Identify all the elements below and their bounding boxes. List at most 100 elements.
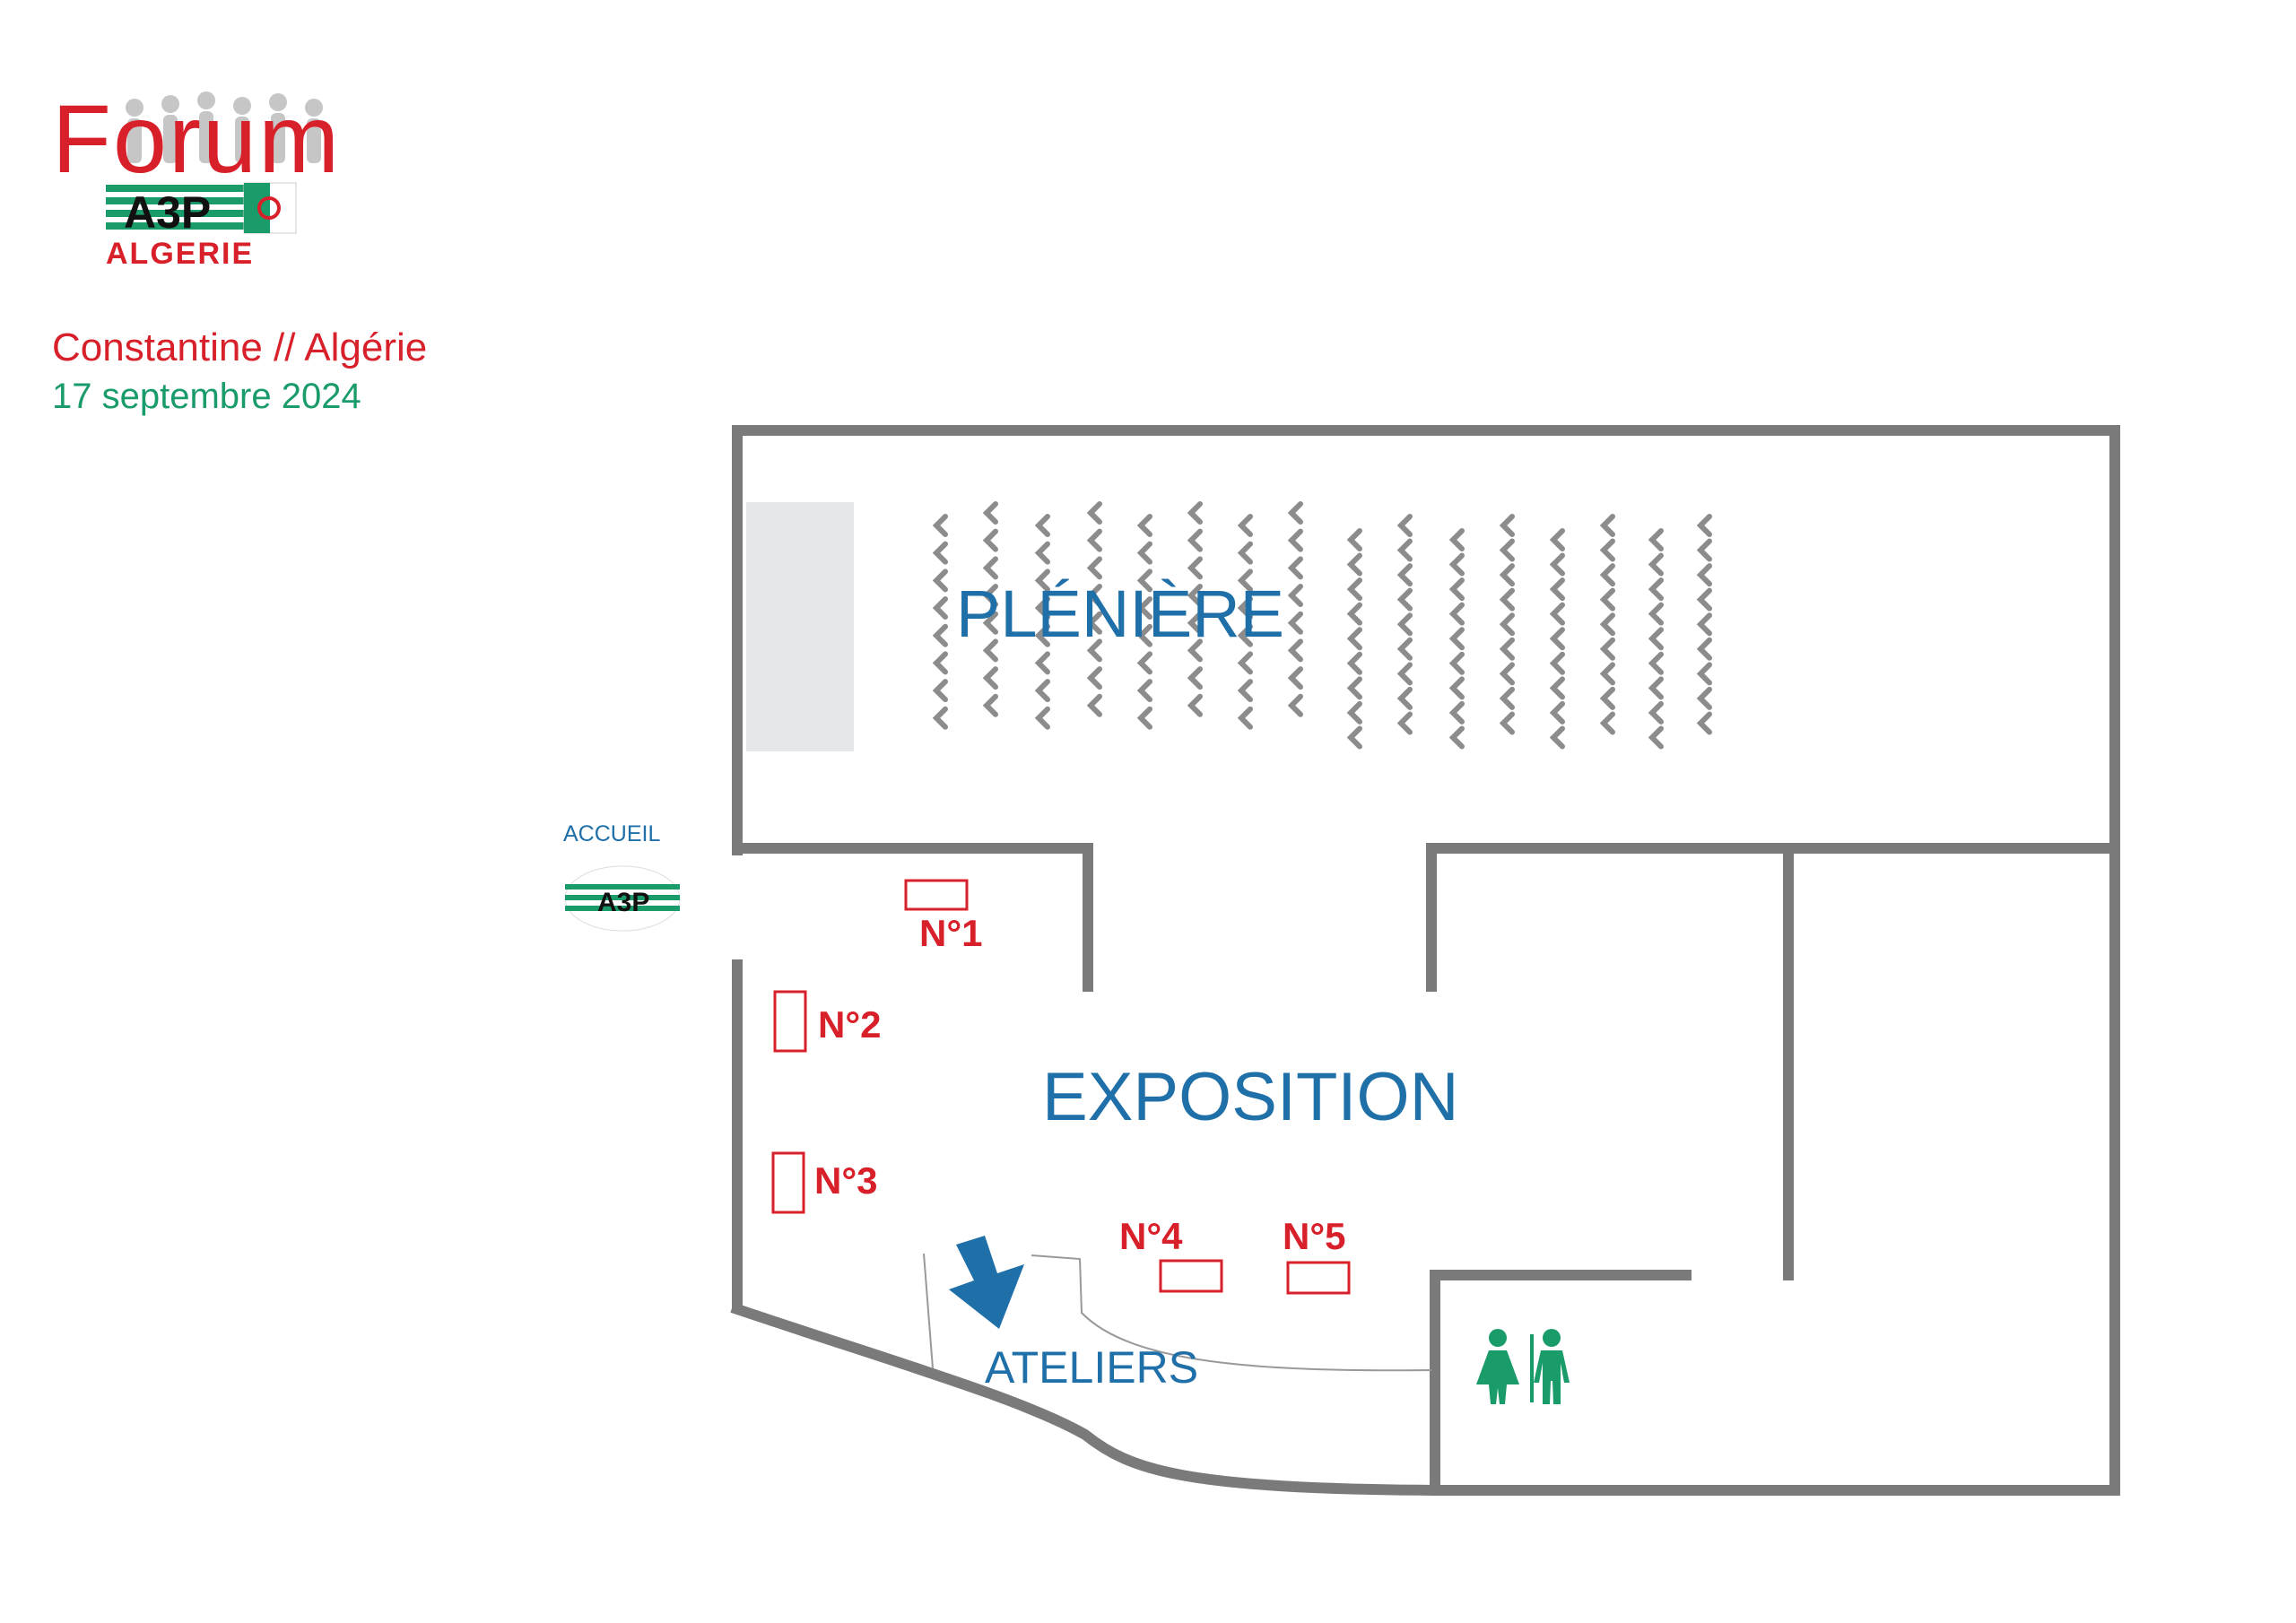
chair-icon bbox=[1034, 679, 1050, 703]
chair-icon bbox=[1696, 538, 1712, 562]
chair-icon bbox=[1086, 584, 1102, 608]
chair-icon bbox=[1287, 556, 1303, 580]
chair-icon bbox=[1396, 587, 1413, 612]
chair-icon bbox=[1187, 528, 1203, 552]
chair-icon bbox=[1648, 725, 1664, 750]
chair-icon bbox=[1696, 612, 1712, 637]
chair-icon bbox=[1448, 552, 1465, 577]
chair-icon bbox=[1499, 711, 1515, 735]
chair-icon bbox=[1696, 711, 1712, 735]
chair-icon bbox=[1346, 602, 1362, 626]
chair-icon bbox=[982, 556, 998, 580]
chair-icon bbox=[1549, 528, 1565, 551]
chair-icon bbox=[1136, 623, 1152, 647]
chair-icon bbox=[1549, 602, 1565, 626]
chair-icon bbox=[1448, 528, 1465, 551]
chair-icon bbox=[1448, 651, 1465, 675]
chair-icon bbox=[932, 514, 948, 537]
chair-icon bbox=[1396, 686, 1413, 710]
chair-icon bbox=[1599, 686, 1615, 710]
svg-text:A3P: A3P bbox=[597, 888, 649, 917]
stand-2-box bbox=[773, 990, 807, 1053]
stand-5-label: N°5 bbox=[1283, 1215, 1346, 1257]
chair-icon bbox=[1549, 651, 1565, 675]
chair-icon bbox=[1648, 577, 1664, 602]
chair-icon bbox=[1396, 612, 1413, 637]
chair-icon bbox=[982, 611, 998, 635]
chair-icon bbox=[1648, 700, 1664, 725]
chair-icon bbox=[1187, 693, 1203, 717]
chair-icon bbox=[1448, 602, 1465, 626]
chair-icon bbox=[1549, 725, 1565, 750]
chair-icon bbox=[932, 623, 948, 647]
chair-icon bbox=[1237, 623, 1253, 647]
chair-icon bbox=[1448, 627, 1465, 651]
chair-icon bbox=[1034, 623, 1050, 647]
chair-icon bbox=[932, 651, 948, 675]
chair-icon bbox=[1136, 651, 1152, 675]
chair-icon bbox=[1287, 666, 1303, 690]
stand-1-box bbox=[904, 879, 969, 911]
chair-icon bbox=[932, 596, 948, 621]
chair-icon bbox=[1187, 584, 1203, 608]
a3p-badge-icon: A3P bbox=[564, 865, 681, 932]
stand-5-box bbox=[1286, 1261, 1351, 1295]
chair-icon bbox=[1346, 651, 1362, 675]
chair-icon bbox=[1599, 662, 1615, 686]
chair-icon bbox=[1086, 666, 1102, 690]
chair-icon bbox=[932, 679, 948, 703]
chair-icon bbox=[982, 528, 998, 552]
chair-icon bbox=[1237, 596, 1253, 621]
stand-4-label: N°4 bbox=[1119, 1215, 1183, 1257]
chair-icon bbox=[1237, 679, 1253, 703]
stand-1-label: N°1 bbox=[919, 912, 983, 954]
chair-icon bbox=[1346, 577, 1362, 602]
chair-icon bbox=[1499, 514, 1515, 537]
plenary-seating bbox=[932, 501, 1712, 750]
chair-icon bbox=[932, 568, 948, 593]
chair-icon bbox=[1086, 611, 1102, 635]
chair-icon bbox=[1499, 587, 1515, 612]
chair-icon bbox=[1287, 528, 1303, 552]
chair-icon bbox=[1648, 602, 1664, 626]
stand-markers bbox=[771, 879, 1351, 1295]
chair-icon bbox=[982, 693, 998, 717]
room-pleniere-label: PLÉNIÈRE bbox=[956, 577, 1285, 651]
chair-icon bbox=[1499, 538, 1515, 562]
event-date: 17 septembre 2024 bbox=[52, 377, 361, 416]
event-location: Constantine // Algérie bbox=[52, 325, 428, 369]
chair-icon bbox=[1034, 651, 1050, 675]
chair-icon bbox=[982, 501, 998, 525]
chair-icon bbox=[1448, 577, 1465, 602]
chair-icon bbox=[1499, 612, 1515, 637]
chair-icon bbox=[1599, 711, 1615, 735]
chair-icon bbox=[1086, 556, 1102, 580]
chair-icon bbox=[1187, 611, 1203, 635]
chair-icon bbox=[1237, 651, 1253, 675]
chair-icon bbox=[1696, 563, 1712, 587]
chair-icon bbox=[1187, 501, 1203, 525]
chair-icon bbox=[1086, 638, 1102, 663]
chair-icon bbox=[1187, 556, 1203, 580]
walls bbox=[730, 425, 2120, 1497]
chair-icon bbox=[1136, 706, 1152, 730]
stand-3-label: N°3 bbox=[814, 1159, 878, 1202]
chair-icon bbox=[1346, 700, 1362, 725]
chair-icon bbox=[1136, 514, 1152, 537]
chair-icon bbox=[1448, 725, 1465, 750]
chair-icon bbox=[1034, 514, 1050, 537]
chair-icon bbox=[1237, 706, 1253, 730]
chair-icon bbox=[1346, 676, 1362, 700]
stand-3-box bbox=[771, 1151, 805, 1214]
stage bbox=[746, 502, 854, 751]
chair-icon bbox=[1549, 700, 1565, 725]
chair-icon bbox=[1086, 528, 1102, 552]
chair-icon bbox=[1396, 711, 1413, 735]
chair-icon bbox=[982, 638, 998, 663]
chair-icon bbox=[1346, 725, 1362, 750]
chair-icon bbox=[1136, 596, 1152, 621]
chair-icon bbox=[1136, 568, 1152, 593]
chair-icon bbox=[1599, 514, 1615, 537]
chair-icon bbox=[1187, 666, 1203, 690]
